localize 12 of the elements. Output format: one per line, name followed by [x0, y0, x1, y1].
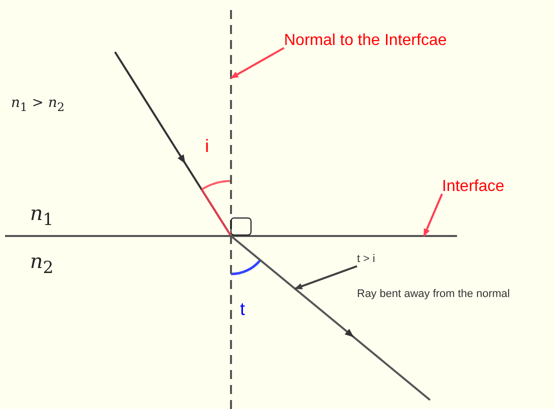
annotation-text: Normal to the Interfcae — [284, 31, 448, 50]
annotation-text: t > i — [357, 253, 376, 266]
leader-arrow — [294, 265, 358, 290]
annotation-text: Ray bent away from the normal — [357, 288, 511, 302]
medium-label: n$_{2}$ — [30, 250, 54, 278]
incidence-angle-label: i — [205, 137, 209, 157]
annotation-text: Interface — [442, 177, 506, 196]
leader-arrow — [230, 47, 284, 79]
refractive-index-relation: n$_{1}$ > n$_{2}$ — [11, 96, 65, 114]
medium-label: n$_{1}$ — [30, 202, 54, 230]
leader-arrow — [423, 194, 443, 237]
refraction-angle-label: t — [240, 300, 246, 320]
